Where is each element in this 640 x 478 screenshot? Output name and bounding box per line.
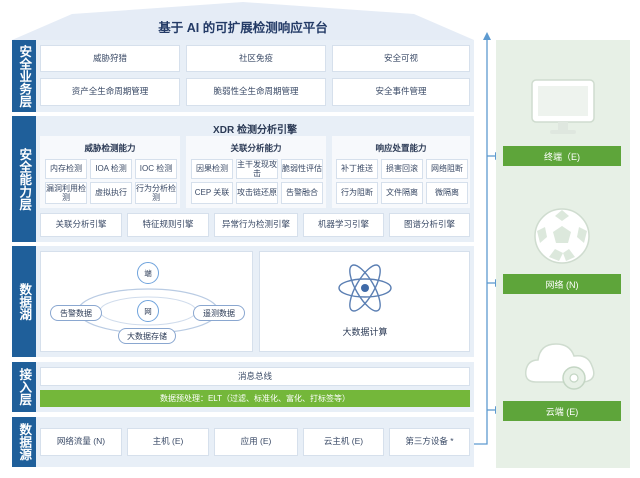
soccer-ball-icon (534, 208, 590, 264)
datasource-item: 云主机 (E) (303, 428, 384, 456)
cloud-gear-icon (524, 343, 595, 390)
business-layer-label: 安全业务层 (12, 40, 36, 112)
datasource-layer-label: 数据源 (12, 417, 36, 467)
capability-item: 因果检测 (191, 159, 233, 179)
engine-item: 机器学习引擎 (303, 213, 384, 237)
capability-item: 脆弱性评估 (281, 159, 323, 179)
capability-item: 损害回滚 (381, 159, 423, 179)
capability-item: 攻击链还原 (236, 182, 278, 204)
endpoint-terminal-label: 终端（E) (503, 146, 621, 166)
capability-group-title: 关联分析能力 (230, 143, 282, 153)
platform-title: 基于 AI 的可扩展检测响应平台 (158, 21, 328, 35)
datasource-item: 主机 (E) (127, 428, 209, 456)
roof-shape (12, 2, 474, 40)
engine-item: 关联分析引擎 (40, 213, 122, 237)
bigdata-storage-pill: 大数据存储 (118, 328, 176, 344)
endpoint-network-label: 网络 (N) (503, 274, 621, 294)
access-layer-label: 接入层 (12, 362, 36, 412)
capability-item: IOA 检测 (90, 159, 132, 179)
endpoint-node: 端 (137, 262, 159, 284)
endpoint-cloud-label: 云端 (E) (503, 401, 621, 421)
capability-layer-label: 安全能力层 (12, 116, 36, 242)
capability-item: 虚拟执行 (90, 182, 132, 204)
business-item: 资产全生命周期管理 (40, 78, 180, 106)
datalake-layer-label: 数据湖 (12, 246, 36, 357)
engine-item: 异常行为检测引擎 (214, 213, 298, 237)
capability-item: 微隔离 (426, 182, 468, 204)
capability-item: 主干发现攻击 (236, 159, 278, 179)
bigdata-compute-label: 大数据计算 (342, 327, 388, 337)
network-node: 网 (137, 300, 159, 322)
monitor-icon (531, 79, 595, 134)
capability-group-title: 威胁检测能力 (84, 143, 136, 153)
datasource-item: 第三方设备 * (389, 428, 470, 456)
datasource-item: 应用 (E) (214, 428, 298, 456)
message-bus: 消息总线 (40, 367, 470, 386)
alert-data-pill: 告警数据 (50, 305, 102, 321)
capability-item: 行为阻断 (336, 182, 378, 204)
capability-item: 行为分析检测 (135, 182, 177, 204)
xdr-engine-title: XDR 检测分析引擎 (213, 125, 297, 136)
capability-item: 告警融合 (281, 182, 323, 204)
telemetry-data-pill: 遥测数据 (193, 305, 245, 321)
business-item: 安全可视 (332, 45, 470, 72)
capability-item: 漏洞利用检测 (45, 182, 87, 204)
business-item: 安全事件管理 (332, 78, 470, 106)
capability-item: 网络阻断 (426, 159, 468, 179)
capability-item: 补丁推送 (336, 159, 378, 179)
business-item: 社区免疫 (186, 45, 326, 72)
engine-item: 图谱分析引擎 (389, 213, 470, 237)
business-item: 脆弱性全生命周期管理 (186, 78, 326, 106)
data-preprocess-bar: 数据预处理：ELT（过滤、标准化、富化、打标签等） (40, 390, 470, 407)
engine-item: 特征规则引擎 (127, 213, 209, 237)
capability-item: IOC 检测 (135, 159, 177, 179)
datasource-item: 网络流量 (N) (40, 428, 122, 456)
business-item: 威胁狩猎 (40, 45, 180, 72)
capability-item: CEP 关联 (191, 182, 233, 204)
capability-item: 文件隔离 (381, 182, 423, 204)
datalake-compute-panel (259, 251, 470, 352)
capability-item: 内存检测 (45, 159, 87, 179)
capability-group-title: 响应处置能力 (375, 143, 427, 153)
atom-icon (338, 264, 392, 312)
